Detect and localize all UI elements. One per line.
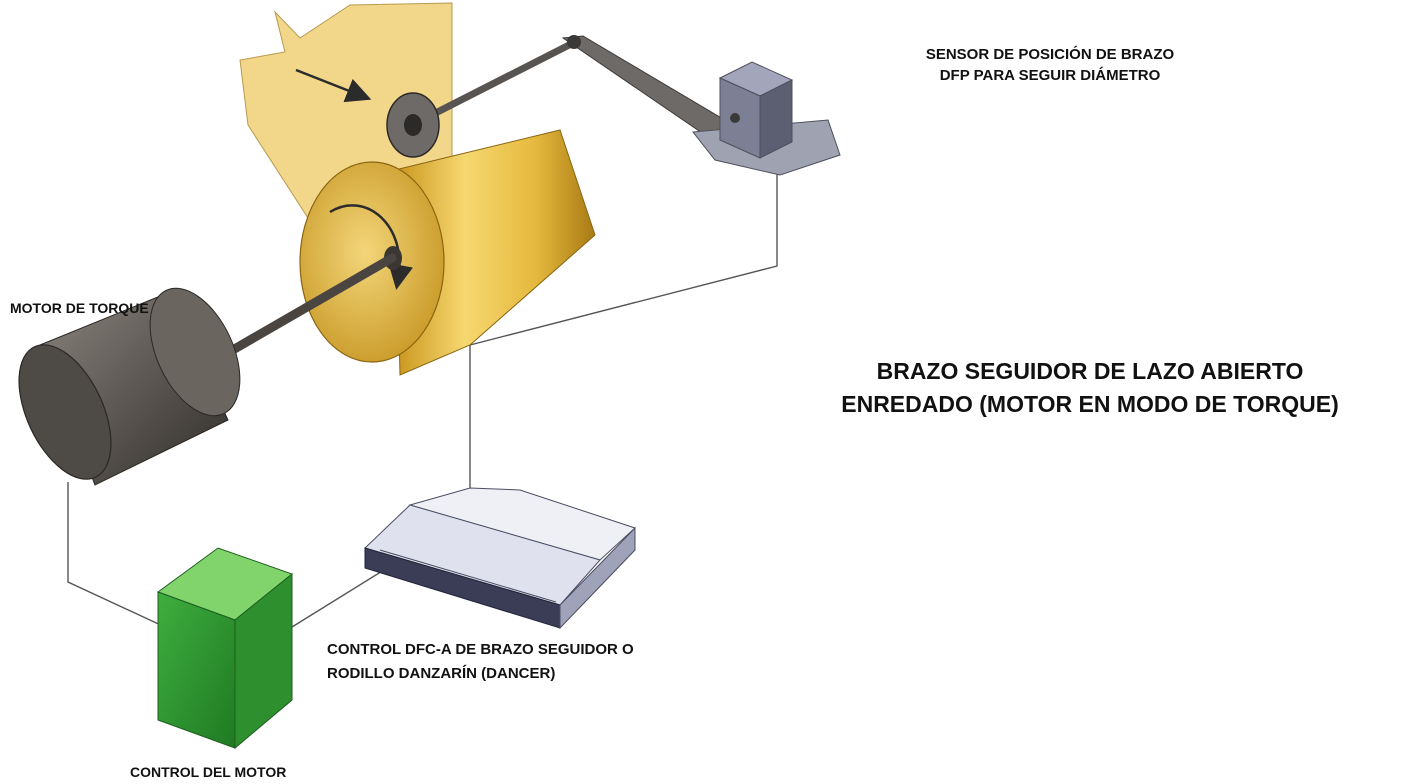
motor-control-label: CONTROL DEL MOTOR <box>130 764 287 780</box>
title-line2: ENREDADO (MOTOR EN MODO DE TORQUE) <box>841 391 1339 417</box>
follower-arm <box>386 35 746 158</box>
dfc-label: CONTROL DFC-A DE BRAZO SEGUIDOR O RODILL… <box>327 638 634 686</box>
wire-sensor-to-dfc <box>469 173 778 493</box>
sensor-label-line2: DFP PARA SEGUIR DIÁMETRO <box>939 67 1161 84</box>
diagram-title: BRAZO SEGUIDOR DE LAZO ABIERTO ENREDADO … <box>770 355 1406 421</box>
sensor-label: SENSOR DE POSICIÓN DE BRAZO DFP PARA SEG… <box>850 44 1250 86</box>
wire-motor-to-motor-control <box>67 482 166 628</box>
dfc-label-line1: CONTROL DFC-A DE BRAZO SEGUIDOR O <box>327 641 634 658</box>
position-sensor <box>692 61 841 176</box>
winding-roll <box>299 129 596 376</box>
torque-motor-label: MOTOR DE TORQUE <box>10 300 149 316</box>
feed-direction-arrow <box>295 68 372 103</box>
dfc-a-controller-box <box>364 487 636 630</box>
roll-shaft <box>200 253 397 371</box>
torque-motor <box>18 287 241 486</box>
motor-control-cabinet <box>156 547 294 750</box>
sensor-label-line1: SENSOR DE POSICIÓN DE BRAZO <box>925 46 1175 63</box>
dfc-label-line2: RODILLO DANZARÍN (DANCER) <box>327 665 556 682</box>
title-line1: BRAZO SEGUIDOR DE LAZO ABIERTO <box>876 358 1304 384</box>
